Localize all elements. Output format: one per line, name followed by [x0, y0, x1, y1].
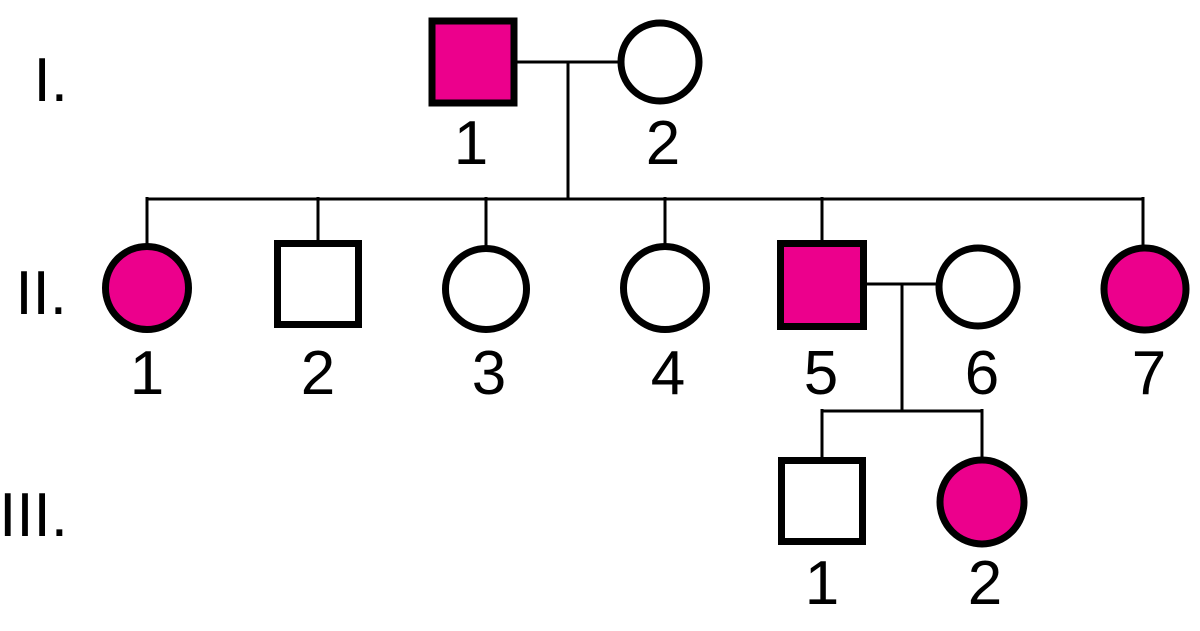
individual-II-3-female-symbol [442, 245, 530, 333]
individual-II-3-number: 3 [472, 339, 506, 408]
individual-II-5-male-symbol [777, 240, 867, 330]
individual-II-1-female-symbol [102, 243, 192, 333]
individual-III-1-number: 1 [805, 549, 839, 618]
generation-label-3: III. [0, 481, 68, 550]
individual-II-6-number: 6 [965, 339, 999, 408]
generation-label-2: II. [15, 259, 67, 328]
individual-II-2-male-symbol [274, 240, 362, 328]
individual-II-1-number: 1 [130, 339, 164, 408]
individual-I-2-female-symbol [617, 19, 703, 105]
individual-III-2-female-symbol [936, 456, 1028, 548]
individual-II-7-number: 7 [1132, 339, 1166, 408]
generation-label-1: I. [34, 46, 68, 115]
individual-II-2-number: 2 [301, 339, 335, 408]
individual-I-1-male-symbol [428, 17, 518, 107]
individual-II-7-female-symbol [1100, 244, 1190, 334]
individual-II-4-female-symbol [620, 243, 710, 333]
individual-III-1-male-symbol [778, 457, 866, 545]
individual-I-2-number: 2 [646, 109, 680, 178]
individual-II-6-female-symbol [935, 244, 1021, 330]
individual-III-2-number: 2 [968, 549, 1002, 618]
individual-II-4-number: 4 [651, 339, 685, 408]
individual-II-5-number: 5 [804, 339, 838, 408]
individual-I-1-number: 1 [454, 109, 488, 178]
